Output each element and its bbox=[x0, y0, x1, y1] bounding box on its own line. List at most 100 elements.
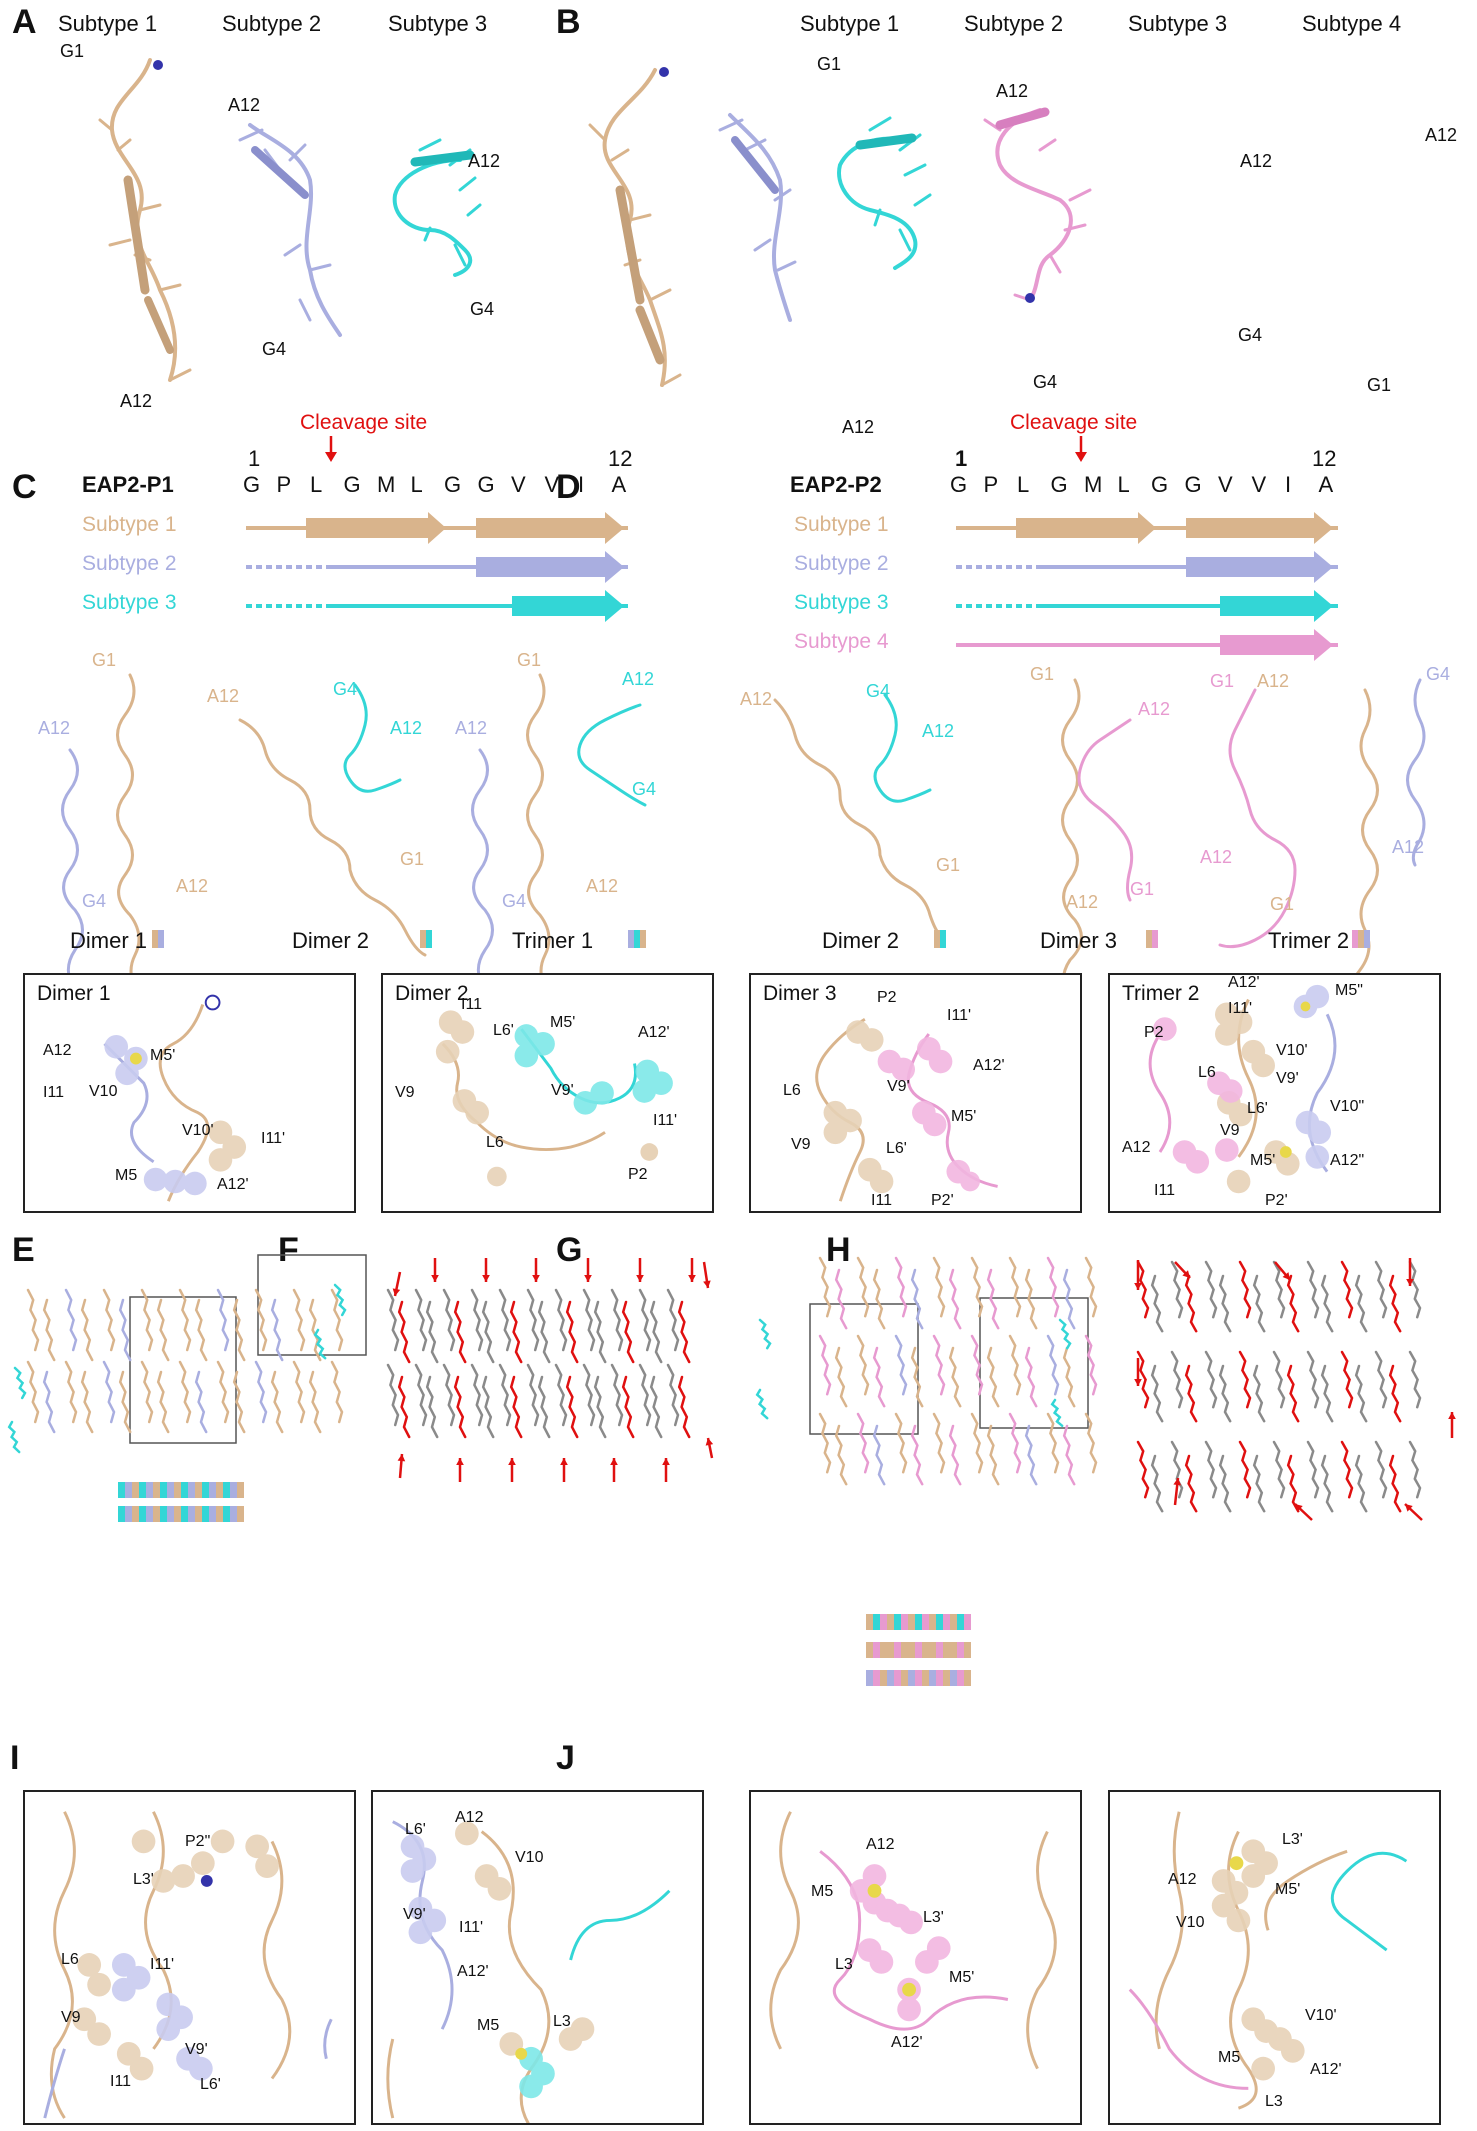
swatch-cell bbox=[174, 1482, 181, 1498]
lattice-chain bbox=[232, 1298, 246, 1362]
swatch-cell bbox=[922, 1670, 929, 1686]
dimer-3-label-m5p: M5' bbox=[951, 1108, 977, 1125]
swatch-cell bbox=[894, 1670, 901, 1686]
lattice-chain bbox=[156, 1370, 170, 1434]
swatch-cell bbox=[922, 1642, 929, 1658]
lattice-chain bbox=[649, 1300, 663, 1364]
lattice-chain bbox=[1320, 1454, 1334, 1513]
panel-i-left-label-0: P2" bbox=[185, 1833, 211, 1850]
red-arrowhead bbox=[482, 1274, 490, 1282]
lattice-chain bbox=[948, 1346, 962, 1408]
red-arrowhead bbox=[456, 1458, 464, 1466]
panel-i-right-label-4: I11' bbox=[459, 1919, 484, 1936]
dimer-1-label-i11p: I11' bbox=[261, 1130, 286, 1147]
lattice-chain bbox=[621, 1300, 635, 1364]
zoom-box-j-left: A12 M5 L3' L3 M5' A12' bbox=[749, 1790, 1082, 2125]
lattice-chain bbox=[1306, 1260, 1320, 1319]
lattice-chain bbox=[582, 1288, 596, 1352]
lattice-chain bbox=[216, 1360, 230, 1424]
panel-letter-c: C bbox=[12, 468, 37, 506]
lattice-chain bbox=[64, 1360, 78, 1424]
lattice-chain bbox=[425, 1375, 439, 1439]
swatch-cell bbox=[125, 1482, 132, 1498]
swatch-cell bbox=[873, 1614, 880, 1630]
lattice-chain bbox=[948, 1268, 962, 1330]
lattice-chain bbox=[80, 1370, 94, 1434]
lattice-chain bbox=[1306, 1440, 1320, 1499]
lattice-chain bbox=[834, 1424, 848, 1486]
panel-b-residue-7: G bbox=[1151, 472, 1169, 497]
swatch-cell bbox=[181, 1482, 188, 1498]
panel-b-residue-11: I bbox=[1285, 472, 1292, 497]
panel-d-assembly-trimer-2: Trimer 2 bbox=[1268, 928, 1350, 953]
lattice-chain bbox=[397, 1375, 411, 1439]
lattice-chain bbox=[64, 1288, 78, 1352]
dimer-2-structure bbox=[435, 1010, 673, 1187]
lattice-chain bbox=[1184, 1364, 1198, 1423]
panel-b-s1-top-label: G1 bbox=[817, 54, 842, 74]
lattice-chain bbox=[666, 1363, 680, 1427]
swatch-cell bbox=[950, 1642, 957, 1658]
lattice-chain bbox=[554, 1363, 568, 1427]
panel-j-left-structure bbox=[769, 1811, 1057, 2070]
lattice-chain bbox=[554, 1288, 568, 1352]
red-arrowhead bbox=[508, 1458, 516, 1466]
swatch-cell bbox=[866, 1614, 873, 1630]
panel-a-s3-bottom-label: G4 bbox=[470, 299, 495, 319]
panel-b-residue-10: V bbox=[1251, 472, 1267, 497]
panel-a-residue-6: L bbox=[410, 472, 423, 497]
lattice-chain bbox=[1286, 1454, 1300, 1513]
dimer-2-label-l6p: L6' bbox=[493, 1022, 514, 1039]
swatch-cell bbox=[209, 1482, 216, 1498]
lattice-chain bbox=[1286, 1364, 1300, 1423]
swatch-cell bbox=[195, 1506, 202, 1522]
lattice-chain bbox=[102, 1288, 116, 1352]
dimer-1-label-v10: V10 bbox=[89, 1083, 118, 1100]
swatch-cell bbox=[957, 1614, 964, 1630]
panel-c-label-d2-g4: G4 bbox=[333, 679, 358, 699]
lattice-chain bbox=[330, 1288, 344, 1352]
lattice-chain bbox=[677, 1375, 691, 1439]
swatch-cell bbox=[167, 1506, 174, 1522]
lattice-chain bbox=[292, 1360, 306, 1424]
swatch-cell bbox=[929, 1670, 936, 1686]
lattice-chain bbox=[932, 1256, 946, 1318]
trimer-2-title: Trimer 2 bbox=[1122, 982, 1200, 1005]
panel-d-d2-cyan-chain bbox=[873, 693, 932, 803]
lattice-chain bbox=[1388, 1454, 1402, 1513]
lattice-chain bbox=[509, 1375, 523, 1439]
panel-j-left-label-3: L3 bbox=[835, 1956, 853, 1973]
swatch-cell bbox=[957, 1670, 964, 1686]
panel-c-assembly-trimer-1: Trimer 1 bbox=[512, 928, 594, 953]
panel-b-bar-subtype-4 bbox=[956, 629, 1338, 661]
trimer-2-label-l6: L6 bbox=[1198, 1064, 1216, 1081]
panel-b-residue-3: L bbox=[1017, 472, 1030, 497]
lattice-chain bbox=[481, 1375, 495, 1439]
panel-i-right-label-1: A12 bbox=[455, 1809, 484, 1826]
lattice-chain bbox=[638, 1288, 652, 1352]
panel-a-legend-subtype-2: Subtype 2 bbox=[82, 552, 177, 575]
swatch-cell bbox=[223, 1482, 230, 1498]
dimer-3-label-i11p: I11' bbox=[947, 1007, 972, 1024]
swatch-cell bbox=[139, 1506, 146, 1522]
lattice-chain bbox=[481, 1300, 495, 1364]
red-arrowhead bbox=[1295, 1504, 1303, 1512]
panel-j-left-label-1: M5 bbox=[811, 1883, 834, 1900]
red-arrowhead bbox=[610, 1458, 618, 1466]
lattice-chain bbox=[397, 1300, 411, 1364]
lattice-chain bbox=[442, 1363, 456, 1427]
lattice-chain bbox=[1354, 1364, 1368, 1423]
lattice-chain bbox=[313, 1328, 327, 1360]
panel-c-assembly-dimer-2: Dimer 2 bbox=[292, 928, 370, 953]
dimer-1-title: Dimer 1 bbox=[37, 982, 111, 1005]
panel-j-right-label-0: L3' bbox=[1282, 1831, 1303, 1848]
lattice-chain bbox=[1252, 1364, 1266, 1423]
dimer-3-structure bbox=[815, 1017, 998, 1202]
lattice-chain bbox=[308, 1298, 322, 1362]
swatch-cell bbox=[181, 1506, 188, 1522]
lattice-chain bbox=[80, 1298, 94, 1362]
lattice-chain bbox=[42, 1370, 56, 1434]
panel-letter-j: J bbox=[556, 1739, 575, 1777]
panel-a-residue-3: L bbox=[310, 472, 323, 497]
